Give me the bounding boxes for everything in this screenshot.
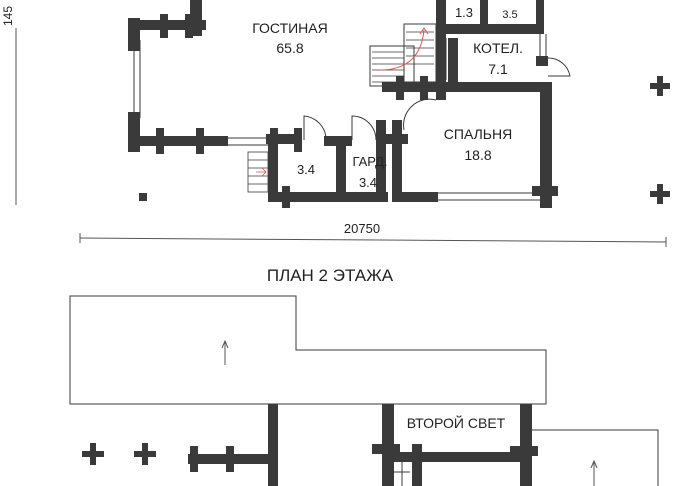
room-wardrobe-area: 3.4: [359, 175, 377, 190]
gallery-outline: [392, 429, 659, 486]
floor1-plan: 145 20750: [1, 0, 670, 247]
staircase-floor1: [372, 31, 434, 83]
dimension-height-label: 145: [1, 6, 15, 26]
room-bedroom-area: 18.8: [464, 147, 491, 163]
room-bedroom-name: СПАЛЬНЯ: [444, 126, 512, 142]
doors-floor1: [303, 57, 571, 141]
room-vestibule: 3.4: [297, 162, 315, 177]
room-second-light: ВТОРОЙ СВЕТ: [396, 410, 518, 438]
entrance-steps: [247, 151, 269, 193]
room-living: ГОСТИНАЯ 65.8: [252, 20, 328, 56]
walls-floor1: [128, 0, 558, 208]
room-wardrobe-name: ГАРД.: [352, 154, 387, 169]
room-wc: 1.3: [455, 5, 473, 20]
room-boiler-name: КОТЕЛ.: [473, 40, 523, 56]
room-bedroom: СПАЛЬНЯ 18.8: [444, 126, 512, 163]
dimension-height: 145: [1, 6, 17, 205]
walls-floor2: [188, 404, 538, 486]
dimension-width-label: 20750: [344, 221, 380, 236]
room-living-area: 65.8: [276, 40, 303, 56]
room-sauna-area: 3.5: [502, 9, 517, 21]
stair-direction-arrow: [379, 27, 429, 71]
posts-floor1: [139, 76, 670, 204]
room-second-light-name: ВТОРОЙ СВЕТ: [407, 414, 506, 431]
room-wardrobe: ГАРД. 3.4: [352, 154, 387, 190]
floor2-title: ПЛАН 2 ЭТАЖА: [267, 266, 394, 285]
room-sauna: 3.5: [502, 9, 517, 21]
room-wc-area: 1.3: [455, 5, 473, 20]
room-vestibule-area: 3.4: [297, 162, 315, 177]
posts-floor2: [82, 443, 156, 465]
room-living-name: ГОСТИНАЯ: [252, 20, 328, 36]
dimension-width: 20750: [79, 221, 667, 247]
room-boiler: КОТЕЛ. 7.1: [473, 40, 523, 77]
floor2-plan: ПЛАН 2 ЭТАЖА: [69, 266, 659, 486]
roof-slope-arrow: [221, 339, 229, 365]
roof-outline: [69, 295, 547, 405]
room-boiler-area: 7.1: [488, 61, 508, 77]
gallery-arrow: [590, 459, 598, 486]
